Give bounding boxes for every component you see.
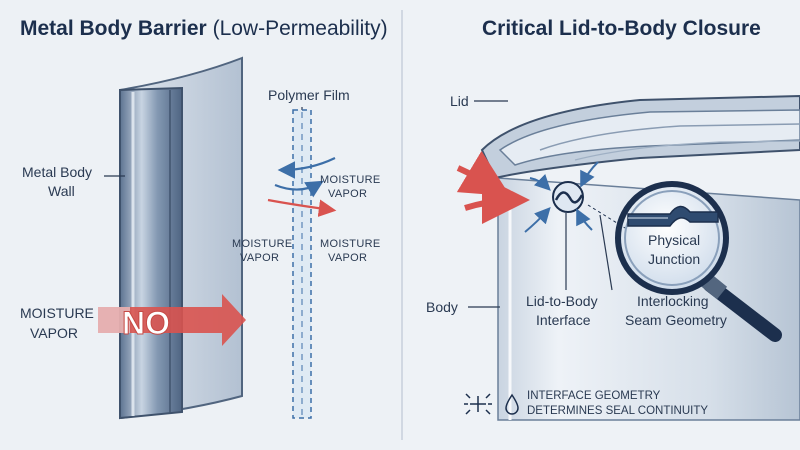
metal-wall-label-2: Wall — [48, 183, 75, 199]
interface-label-1: Lid-to-Body — [526, 293, 598, 309]
vapor-right-top-2: VAPOR — [328, 188, 367, 200]
arrows-converge-icon — [464, 393, 492, 415]
moisture-label-2: VAPOR — [30, 325, 78, 341]
magnifier-icon — [615, 181, 782, 342]
seam-label-2: Seam Geometry — [625, 312, 727, 328]
vapor-right-top-1: MOISTURE — [320, 174, 380, 186]
blocked-moisture-arrow — [98, 294, 246, 346]
right-panel-title: Critical Lid-to-Body Closure — [482, 17, 761, 40]
physical-junction-label-2: Junction — [648, 251, 700, 267]
metal-wall-label-1: Metal Body — [22, 164, 92, 180]
zoom-leader — [587, 204, 626, 229]
blue-arrow-1 — [529, 173, 551, 191]
left-panel-title: Metal Body Barrier (Low-Permeability) — [20, 17, 388, 40]
vapor-right-bottom-1: MOISTURE — [320, 238, 380, 250]
seam-curl — [554, 191, 584, 204]
vapor-left-2: VAPOR — [240, 252, 279, 264]
note-line-1: INTERFACE GEOMETRY — [527, 390, 661, 402]
polymer-film — [292, 109, 312, 419]
metal-body-wall — [119, 56, 243, 420]
note-line-2: DETERMINES SEAL CONTINUITY — [527, 405, 708, 417]
interface-label-2: Interface — [536, 312, 591, 328]
blue-arrow-3 — [576, 208, 593, 231]
vapor-right-bottom-2: VAPOR — [328, 252, 367, 264]
physical-junction-label-1: Physical — [648, 232, 700, 248]
blue-arrow-4 — [580, 161, 599, 188]
vapor-arrow-curve — [274, 180, 324, 198]
can-lid — [480, 94, 800, 180]
blue-arrow-2 — [524, 207, 551, 233]
body-label: Body — [426, 299, 458, 315]
lid-label: Lid — [450, 93, 469, 109]
seam-leader — [599, 214, 613, 291]
drop-icon — [505, 393, 519, 415]
polymer-film-label: Polymer Film — [268, 87, 350, 103]
red-arrow-lower — [464, 176, 530, 225]
vapor-left-1: MOISTURE — [232, 238, 292, 250]
seam-label-1: Interlocking — [637, 293, 709, 309]
moisture-label-1: MOISTURE — [20, 305, 94, 321]
vapor-arrow-red — [267, 198, 337, 217]
no-label: NO — [122, 305, 170, 341]
vapor-arrow-left — [277, 157, 336, 179]
